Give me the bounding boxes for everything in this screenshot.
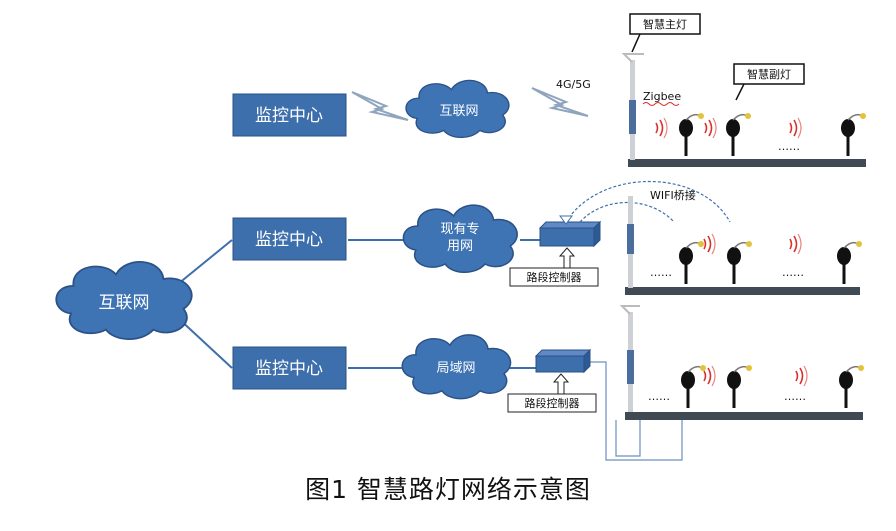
road-controller-bottom-label: 路段控制器: [525, 396, 580, 410]
monitor-center-top[interactable]: 监控中心: [232, 93, 347, 137]
wifi-arrow-icon: [559, 215, 573, 225]
road-controller-middle-label: 路段控制器: [527, 270, 582, 284]
lightning-icon: [531, 87, 589, 117]
lamp-dots-middle-left: ……: [650, 266, 672, 279]
main-lamp-pole-middle: [627, 196, 634, 288]
monitor-center-top-label: 监控中心: [255, 106, 323, 126]
monitor-center-middle-label: 监控中心: [255, 230, 323, 250]
internet-cloud-top-label: 互联网: [439, 104, 478, 119]
lamp-icon: [679, 113, 704, 156]
lamp-icon: [681, 365, 706, 408]
upload-arrow-icon: [558, 247, 576, 269]
road-top: [628, 159, 866, 167]
sub-lamp-callout: 智慧副灯: [733, 63, 805, 101]
wifi-bridge-label: WIFI桥接: [650, 189, 696, 202]
root-to-middle-line: [177, 239, 233, 285]
lamp-dots-bottom-left: ……: [648, 390, 670, 403]
road-middle: [625, 287, 860, 295]
internet-cloud-root-label: 互联网: [99, 293, 150, 313]
signal-wave-icon: [795, 365, 808, 387]
lamp-icon: [727, 241, 752, 284]
main-lamp-pole-top: [621, 53, 644, 160]
road-controller-bottom-label-box: [507, 393, 597, 413]
road-controller-middle[interactable]: [538, 220, 602, 248]
private-network-cloud-label-line1: 现有专: [440, 222, 479, 237]
lamp-icon: [841, 113, 866, 156]
signal-wave-icon: [704, 117, 717, 139]
lamp-dots-middle-right: ……: [782, 266, 804, 279]
lamp-icon: [837, 241, 862, 284]
road-controller-middle-label-box: [509, 267, 599, 287]
lamp-dots-top: ……: [778, 140, 800, 153]
road-bottom: [625, 412, 863, 420]
main-lamp-callout: 智慧主灯: [629, 13, 701, 53]
lan-cloud-label: 局域网: [436, 361, 475, 376]
monitor-center-middle[interactable]: 监控中心: [232, 217, 347, 261]
lamp-dots-bottom-right: ……: [784, 390, 806, 403]
lamp-icon: [839, 365, 864, 408]
sub-lamp-callout-label: 智慧副灯: [747, 67, 791, 81]
root-to-bottom-line: [177, 317, 233, 369]
network-4g5g-label: 4G/5G: [556, 78, 591, 91]
wifi-bridge-arcs: [565, 180, 731, 223]
road-controller-bottom[interactable]: [534, 348, 592, 374]
lamp-icon: [727, 365, 752, 408]
lightning-icon: [351, 91, 409, 121]
signal-wave-icon: [789, 233, 802, 255]
monitor-center-bottom[interactable]: 监控中心: [232, 346, 347, 390]
lamp-icon: [726, 113, 751, 156]
connection-lines: [177, 239, 540, 369]
signal-wave-icon: [789, 117, 802, 139]
figure-caption: 图1 智慧路灯网络示意图: [305, 475, 591, 504]
main-lamp-callout-label: 智慧主灯: [643, 17, 687, 31]
zigbee-underline: [642, 102, 680, 106]
main-lamp-pole-bottom: [619, 305, 640, 412]
zigbee-label: Zigbee: [643, 90, 681, 103]
lamp-icon: [679, 241, 704, 284]
signal-wave-icon: [703, 233, 716, 255]
bottom-wiring: [588, 361, 683, 461]
upload-arrow-icon: [552, 373, 570, 395]
monitor-center-bottom-label: 监控中心: [255, 359, 323, 379]
signal-wave-icon: [655, 117, 668, 139]
private-network-cloud-label-line2: 用网: [447, 239, 473, 254]
